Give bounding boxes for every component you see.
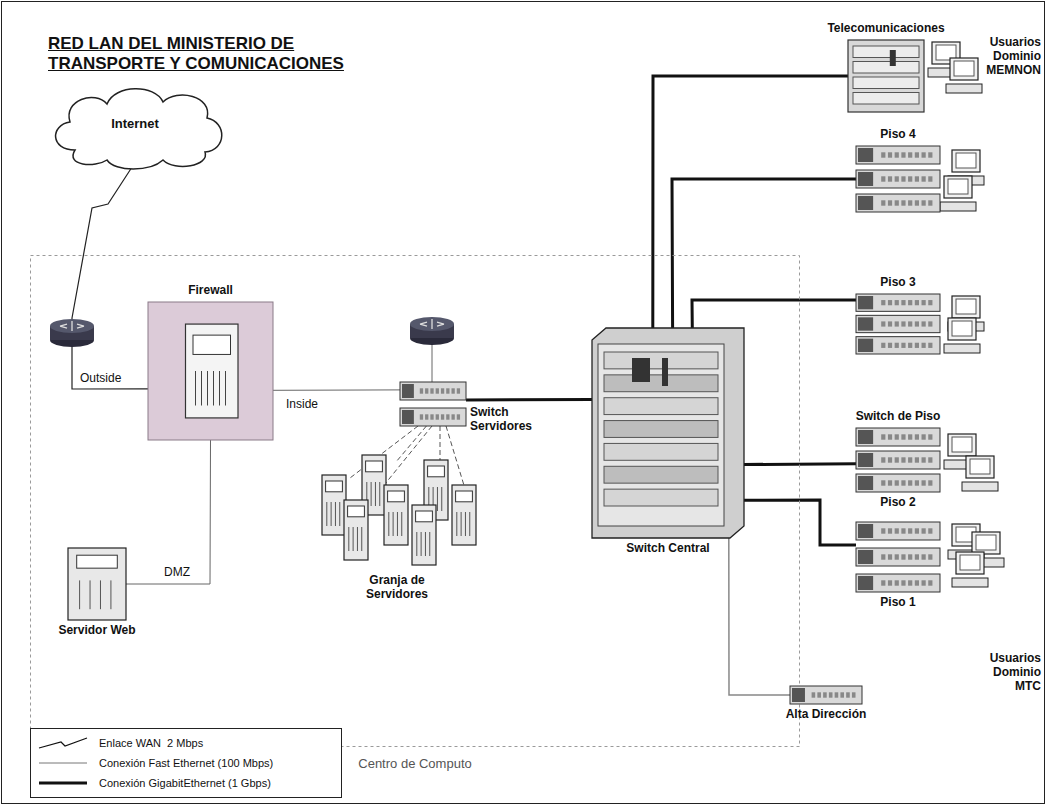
pc-icons xyxy=(928,42,1004,587)
floor-switch: Piso 3 xyxy=(856,294,940,354)
sw3-icon xyxy=(856,522,940,592)
node-label: Internet xyxy=(111,117,159,132)
legend-row: Conexión GigabitEthernet (1 Gbps) xyxy=(37,773,335,793)
network-link xyxy=(72,168,148,389)
router-link xyxy=(432,345,433,382)
link-label: Outside xyxy=(78,372,123,385)
network-link xyxy=(273,389,400,390)
network-link xyxy=(653,76,848,328)
network-link xyxy=(126,440,211,584)
web-server: Servidor Web xyxy=(68,548,126,620)
node-label: Servidor Web xyxy=(58,624,135,638)
data-center-region: Centro de ComputoFirewallServidor WebSwi… xyxy=(30,255,800,747)
telecom-rack: Telecomunicaciones xyxy=(848,40,924,112)
network-link xyxy=(729,538,790,695)
legend-sample xyxy=(37,776,89,790)
router-symbol xyxy=(50,319,94,347)
diagram-title: RED LAN DEL MINISTERIO DE TRANSPORTE Y C… xyxy=(48,34,368,75)
node-label: Piso 1 xyxy=(880,596,915,610)
floor-switch: Piso 4 xyxy=(856,146,940,212)
legend-sample xyxy=(37,756,89,770)
link-label: Inside xyxy=(284,398,320,411)
rack-icon xyxy=(848,40,924,112)
legend-text: Conexión Fast Ethernet (100 Mbps) xyxy=(99,757,273,769)
node-label: Granja de Servidores xyxy=(352,574,442,602)
legend-box: Enlace WAN 2 MbpsConexión Fast Ethernet … xyxy=(30,728,342,798)
node-label: Switch Central xyxy=(626,542,709,556)
legend-sample xyxy=(37,736,89,750)
user-group-label: Usuarios Dominio MTC xyxy=(981,652,1041,693)
server-icon xyxy=(68,548,126,620)
network-link xyxy=(692,300,856,328)
node-label: Centro de Computo xyxy=(358,757,471,772)
sw2-icon xyxy=(400,382,466,426)
sw3-icon xyxy=(856,428,940,492)
farm-icon xyxy=(312,455,482,570)
node-label: Piso 3 xyxy=(880,276,915,290)
link-label: DMZ xyxy=(162,566,192,579)
network-link xyxy=(744,500,856,545)
sw3-icon xyxy=(856,146,940,212)
router-symbol xyxy=(410,317,454,345)
sw1-icon xyxy=(790,686,862,704)
node-label: Telecomunicaciones xyxy=(827,22,944,36)
legend-text: Conexión GigabitEthernet (1 Gbps) xyxy=(99,777,271,789)
legend-text: Enlace WAN 2 Mbps xyxy=(99,737,203,749)
firewall-icon xyxy=(148,302,273,440)
node-label: Piso 2 xyxy=(880,496,915,510)
floor-switch: Switch de PisoPiso 2 xyxy=(856,428,940,492)
node-label: Switch de Piso xyxy=(856,410,941,424)
node-label: Alta Dirección xyxy=(786,708,867,722)
network-link xyxy=(744,462,856,466)
sw3-icon xyxy=(856,294,940,354)
node-label: Switch Servidores xyxy=(470,406,540,434)
node-label: Piso 4 xyxy=(880,128,915,142)
legend-row: Conexión Fast Ethernet (100 Mbps) xyxy=(37,753,335,773)
user-group-label: Usuarios Dominio MEMNON xyxy=(971,36,1041,77)
chassis-icon xyxy=(592,328,744,538)
core-switch: Switch Central xyxy=(592,328,744,538)
network-link xyxy=(466,398,592,402)
floor-switch: Piso 1 xyxy=(856,522,940,592)
internet-cloud: Internet xyxy=(45,80,225,168)
executive-switch: Alta Dirección xyxy=(790,686,862,704)
network-link xyxy=(672,179,856,328)
node-label: Firewall xyxy=(188,284,233,298)
firewall-box: Firewall xyxy=(148,302,273,440)
legend-row: Enlace WAN 2 Mbps xyxy=(37,733,335,753)
server-switch: Switch Servidores xyxy=(400,382,466,426)
server-farm: Granja de Servidores xyxy=(312,455,482,570)
